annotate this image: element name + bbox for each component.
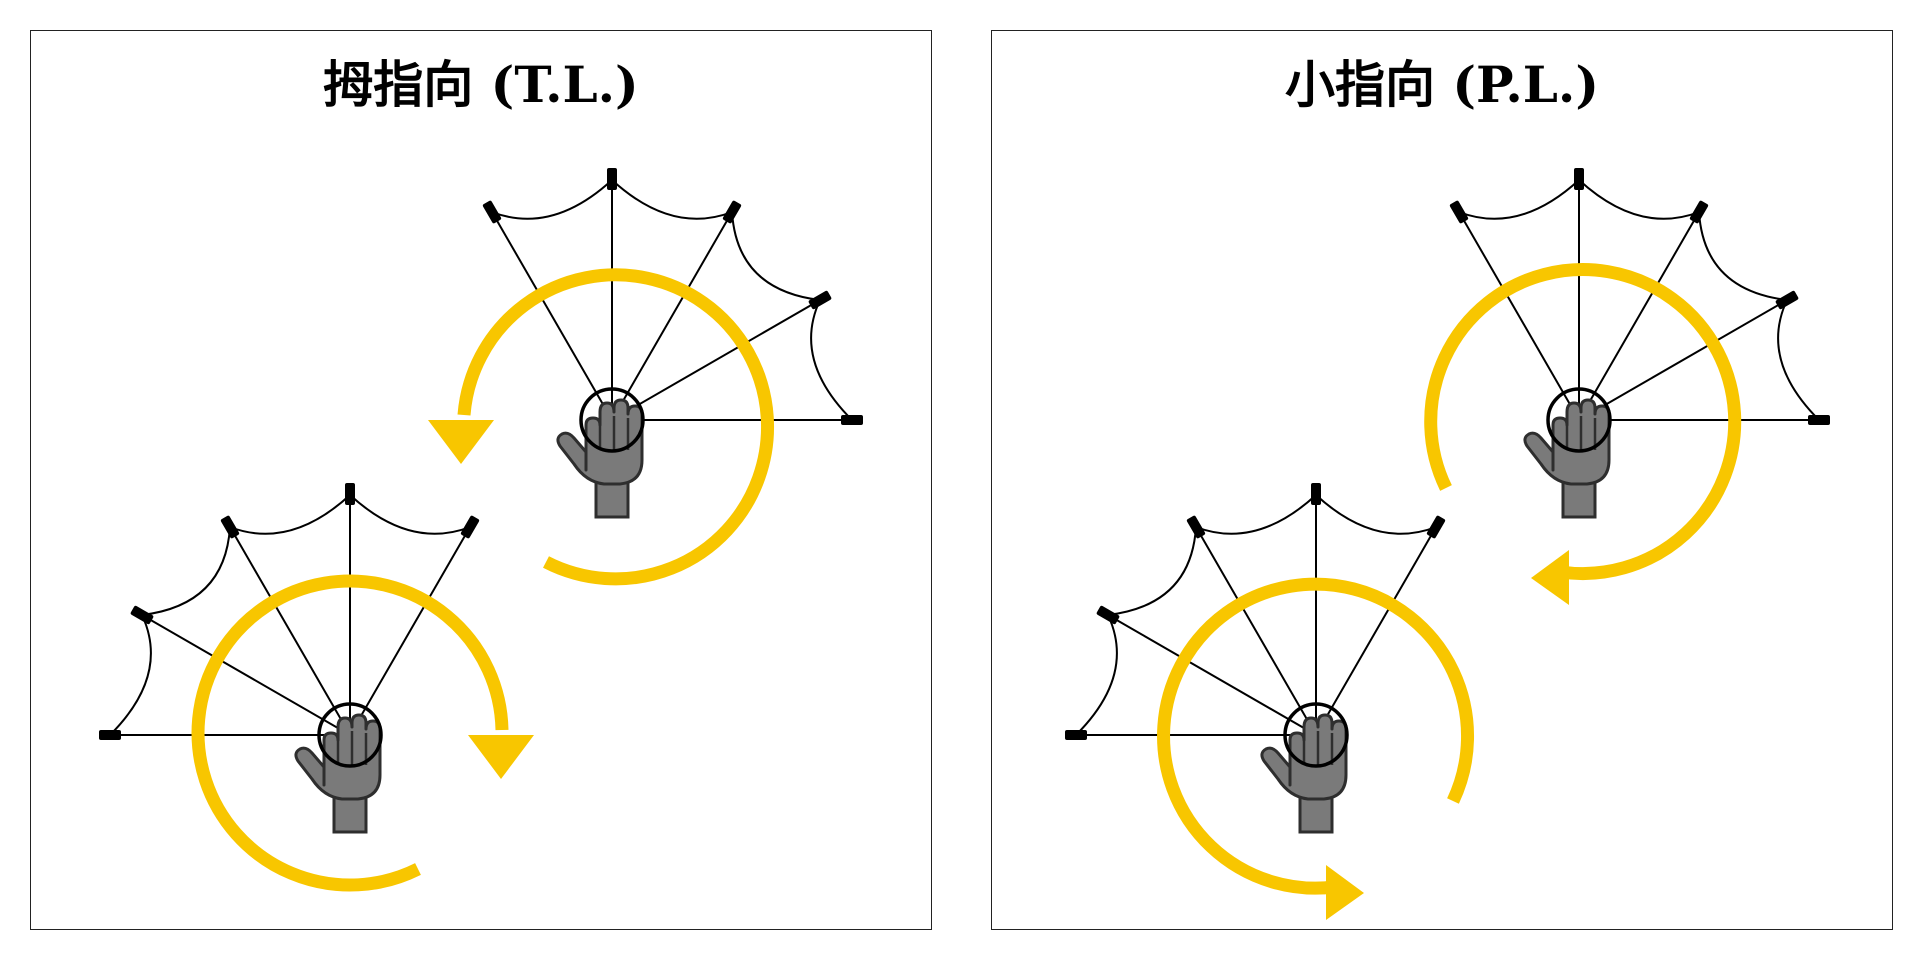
panel-pinky-direction: 小指向 (P.L.) xyxy=(991,30,1893,930)
panel-title-thumb: 拇指向 (T.L.) xyxy=(323,55,639,114)
panel-thumb-direction: 拇指向 (T.L.) xyxy=(30,30,932,930)
panel-title-pinky: 小指向 (P.L.) xyxy=(1284,55,1599,114)
